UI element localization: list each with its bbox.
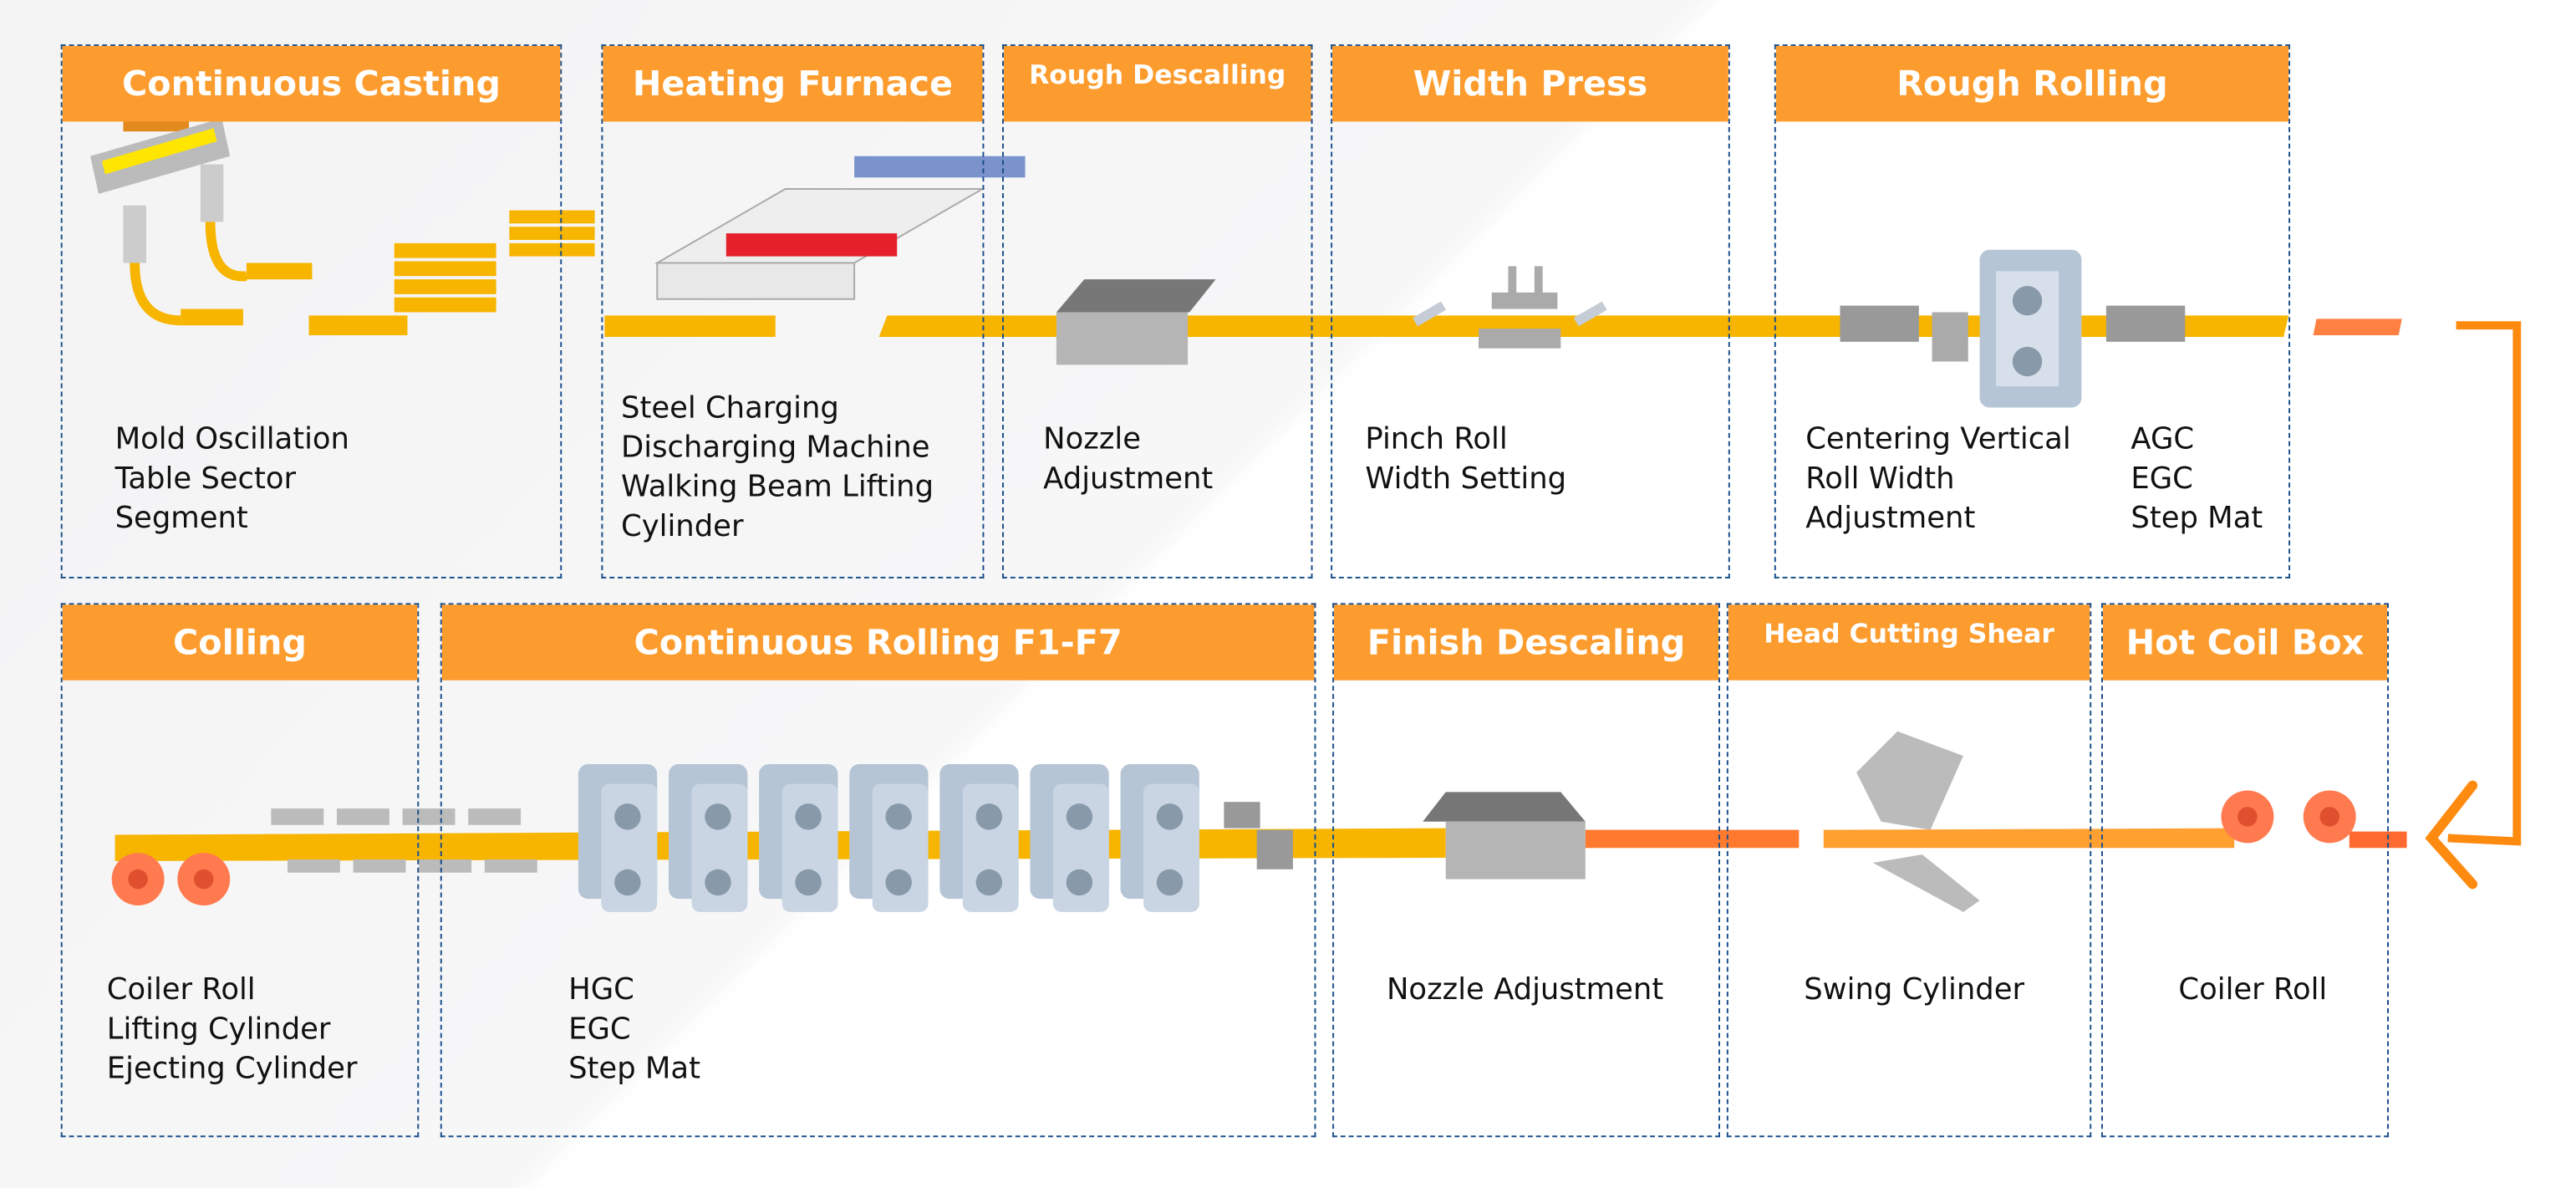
stage-title: Continuous Rolling F1-F7 xyxy=(441,604,1315,681)
slab-red xyxy=(725,233,898,257)
mill-stand xyxy=(849,764,929,912)
stage-title: Rough Descalling xyxy=(1003,46,1311,122)
width-press xyxy=(1413,266,1607,349)
stage-items: Swing Cylinder xyxy=(1804,972,2025,1007)
stage-head-cutting-shear: Head Cutting Shear Swing Cylinder xyxy=(1726,603,2092,1138)
hot-coil-rolls xyxy=(2221,790,2356,844)
shear xyxy=(1856,731,1980,912)
stage-finish-descaling: Finish Descaling Nozzle Adjustment xyxy=(1332,603,1720,1138)
hot-strip xyxy=(1585,829,1800,849)
mill-stand xyxy=(578,764,658,912)
mill-stand xyxy=(1030,764,1109,912)
strip-exit xyxy=(2313,319,2402,335)
down-coiler-rolls xyxy=(111,853,231,906)
stage-items: Coiler Roll xyxy=(2178,972,2328,1007)
mill-stand xyxy=(759,764,838,912)
return-arrow xyxy=(2447,321,2522,846)
stage-title: Colling xyxy=(62,604,418,681)
mill-stand xyxy=(668,764,748,912)
mill-stand xyxy=(939,764,1019,912)
mill-stand xyxy=(1120,764,1199,912)
stage-title: Rough Rolling xyxy=(1775,46,2289,122)
stage-title: Width Press xyxy=(1332,46,1728,122)
descaler-box xyxy=(1056,312,1189,365)
stage-title: Hot Coil Box xyxy=(2102,604,2388,681)
stage-title: Continuous Casting xyxy=(62,46,561,122)
finish-descaler-box xyxy=(1445,821,1586,880)
stage-title: Heating Furnace xyxy=(603,46,983,122)
rough-mill xyxy=(1840,249,2186,408)
slab-blue xyxy=(854,156,1026,178)
arrow-head-icon xyxy=(2425,780,2478,890)
stage-title: Finish Descaling xyxy=(1334,604,1719,681)
stage-hot-coil-box: Hot Coil Box Coiler Roll xyxy=(2101,603,2389,1138)
stage-items: Nozzle Adjustment xyxy=(1386,972,1664,1007)
stage-title: Head Cutting Shear xyxy=(1728,604,2090,681)
finishing-stands xyxy=(578,764,1199,912)
